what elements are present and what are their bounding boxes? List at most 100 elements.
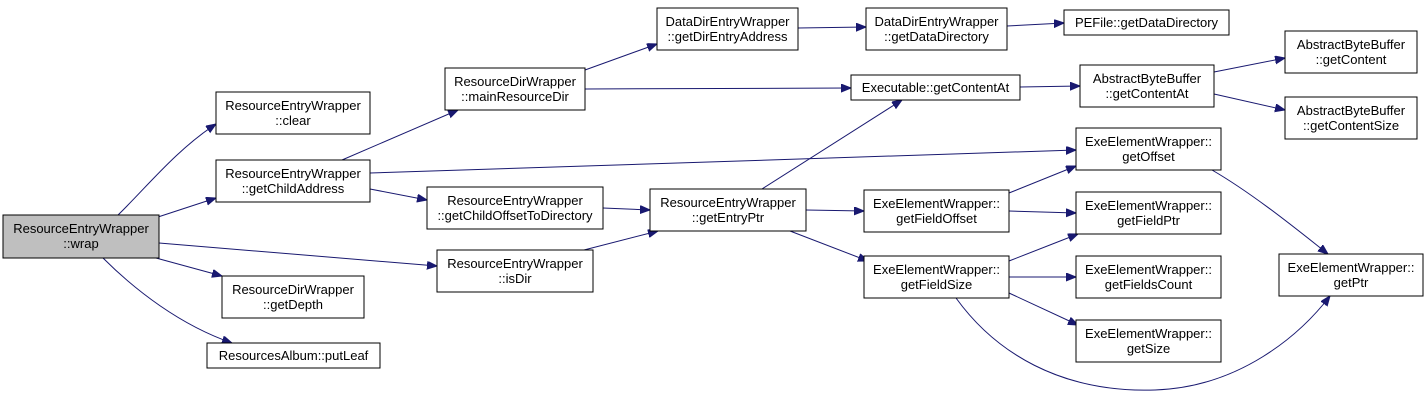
- node-box: [649, 188, 807, 232]
- node-label-line-2: ::getChildAddress: [242, 181, 345, 196]
- node-label-line-1: ResourceEntryWrapper: [225, 98, 361, 113]
- node-label-line-1: ExeElementWrapper::: [1085, 198, 1212, 213]
- node-label-line-2: getFieldOffset: [896, 211, 977, 226]
- node-abstract-byte-buffer-get-content-size[interactable]: AbstractByteBuffer ::getContentSize: [1284, 96, 1418, 140]
- edge-get-field-offset-to-get-field-ptr: [1008, 211, 1076, 213]
- node-label: Executable::getContentAt: [862, 80, 1010, 95]
- node-box: [865, 7, 1008, 51]
- node-label: ResourcesAlbum::putLeaf: [219, 348, 369, 363]
- node-box: [2, 214, 160, 259]
- node-label-line-1: ResourceEntryWrapper: [225, 166, 361, 181]
- call-graph-nodes: ResourceEntryWrapper ::wrap ResourceEntr…: [2, 7, 1424, 369]
- node-box: [1284, 96, 1418, 140]
- edge-abb-get-content-at-to-get-content-size: [1213, 93, 1285, 110]
- node-label-line-1: ExeElementWrapper::: [1085, 262, 1212, 277]
- node-label-line-2: getSize: [1127, 341, 1170, 356]
- node-label-line-2: getFieldsCount: [1105, 277, 1193, 292]
- node-label-line-2: ::getDataDirectory: [884, 29, 989, 44]
- node-label: PEFile::getDataDirectory: [1075, 15, 1219, 30]
- node-resource-dir-wrapper-get-depth[interactable]: ResourceDirWrapper ::getDepth: [221, 275, 365, 319]
- edge-get-field-offset-to-get-offset: [1008, 166, 1076, 194]
- node-label-line-2: ::wrap: [63, 236, 98, 251]
- node-label-line-1: ResourceEntryWrapper: [447, 193, 583, 208]
- node-label-line-1: ExeElementWrapper::: [873, 196, 1000, 211]
- node-resource-entry-wrapper-clear[interactable]: ResourceEntryWrapper ::clear: [215, 91, 371, 135]
- edge-get-entry-ptr-to-get-field-size: [789, 230, 868, 261]
- node-label-line-2: ::isDir: [498, 271, 532, 286]
- node-executable-get-content-at[interactable]: Executable::getContentAt: [850, 74, 1021, 101]
- node-label-line-1: ResourceEntryWrapper: [660, 195, 796, 210]
- node-box: [1075, 255, 1222, 299]
- edge-get-child-address-to-main-resource-dir: [341, 110, 458, 161]
- edge-get-offset-to-get-ptr: [1211, 169, 1328, 254]
- edge-get-entry-ptr-to-get-field-offset: [805, 210, 864, 211]
- node-label-line-2: getFieldSize: [901, 277, 973, 292]
- node-label-line-2: ::getContent: [1316, 52, 1387, 67]
- edge-get-child-offset-to-directory-to-get-entry-ptr: [602, 208, 650, 210]
- node-box: [436, 249, 594, 293]
- node-label-line-2: ::getDirEntryAddress: [668, 29, 788, 44]
- node-exe-element-wrapper-get-ptr[interactable]: ExeElementWrapper:: getPtr: [1278, 253, 1424, 297]
- node-box: [1075, 127, 1222, 171]
- node-box: [656, 7, 799, 51]
- node-label-line-2: getPtr: [1334, 275, 1369, 290]
- edge-get-data-directory-to-pefile-get-data-directory: [1006, 23, 1064, 26]
- node-resource-entry-wrapper-get-child-offset-to-directory[interactable]: ResourceEntryWrapper ::getChildOffsetToD…: [426, 186, 604, 230]
- node-exe-element-wrapper-get-offset[interactable]: ExeElementWrapper:: getOffset: [1075, 127, 1222, 171]
- node-box: [1079, 64, 1215, 108]
- node-label-line-1: ExeElementWrapper::: [1085, 134, 1212, 149]
- edge-get-child-address-to-get-offset: [369, 150, 1076, 174]
- edge-wrap-to-get-depth: [155, 257, 222, 276]
- node-label-line-1: ResourceEntryWrapper: [447, 256, 583, 271]
- edge-get-field-size-to-get-field-ptr: [1008, 234, 1078, 262]
- edge-wrap-to-clear: [117, 124, 216, 216]
- node-data-dir-entry-wrapper-get-dir-entry-address[interactable]: DataDirEntryWrapper ::getDirEntryAddress: [656, 7, 799, 51]
- node-box: [215, 159, 371, 203]
- edge-wrap-to-get-child-address: [157, 198, 216, 218]
- call-edges: [102, 23, 1330, 391]
- node-data-dir-entry-wrapper-get-data-directory[interactable]: DataDirEntryWrapper ::getDataDirectory: [865, 7, 1008, 51]
- node-label-line-2: ::clear: [275, 113, 311, 128]
- node-label-line-2: ::getContentAt: [1105, 86, 1188, 101]
- node-box: [1075, 191, 1222, 235]
- node-exe-element-wrapper-get-fields-count[interactable]: ExeElementWrapper:: getFieldsCount: [1075, 255, 1222, 299]
- node-exe-element-wrapper-get-field-offset[interactable]: ExeElementWrapper:: getFieldOffset: [863, 189, 1010, 233]
- node-exe-element-wrapper-get-size[interactable]: ExeElementWrapper:: getSize: [1075, 319, 1222, 363]
- edge-executable-to-abb-get-content-at: [1019, 86, 1080, 87]
- node-label-line-1: AbstractByteBuffer: [1297, 103, 1406, 118]
- node-box: [850, 74, 1021, 101]
- node-label-line-1: AbstractByteBuffer: [1297, 37, 1406, 52]
- node-label-line-2: ::getDepth: [263, 297, 323, 312]
- node-resources-album-put-leaf[interactable]: ResourcesAlbum::putLeaf: [206, 342, 381, 369]
- node-label-line-2: getFieldPtr: [1117, 213, 1181, 228]
- node-label-line-2: ::mainResourceDir: [461, 89, 569, 104]
- node-box: [426, 186, 604, 230]
- node-resource-entry-wrapper-is-dir[interactable]: ResourceEntryWrapper ::isDir: [436, 249, 594, 293]
- node-abstract-byte-buffer-get-content[interactable]: AbstractByteBuffer ::getContent: [1284, 30, 1418, 74]
- node-label-line-2: ::getContentSize: [1303, 118, 1399, 133]
- node-label-line-1: ResourceDirWrapper: [232, 282, 355, 297]
- node-label-line-1: ResourceDirWrapper: [454, 74, 577, 89]
- edge-main-resource-dir-to-get-dir-entry-address: [584, 44, 657, 71]
- node-resource-entry-wrapper-get-entry-ptr[interactable]: ResourceEntryWrapper ::getEntryPtr: [649, 188, 807, 232]
- node-pefile-get-data-directory[interactable]: PEFile::getDataDirectory: [1063, 9, 1230, 36]
- node-exe-element-wrapper-get-field-ptr[interactable]: ExeElementWrapper:: getFieldPtr: [1075, 191, 1222, 235]
- node-abstract-byte-buffer-get-content-at[interactable]: AbstractByteBuffer ::getContentAt: [1079, 64, 1215, 108]
- node-resource-entry-wrapper-get-child-address[interactable]: ResourceEntryWrapper ::getChildAddress: [215, 159, 371, 203]
- node-box: [863, 255, 1010, 299]
- node-resource-dir-wrapper-main-resource-dir[interactable]: ResourceDirWrapper ::mainResourceDir: [444, 67, 586, 111]
- edge-get-child-address-to-get-child-offset-to-directory: [369, 188, 427, 200]
- node-label-line-1: DataDirEntryWrapper: [665, 14, 790, 29]
- edge-abb-get-content-at-to-get-content: [1213, 58, 1285, 73]
- node-box: [1284, 30, 1418, 74]
- node-label-line-1: ExeElementWrapper::: [1085, 326, 1212, 341]
- node-resource-entry-wrapper-wrap: ResourceEntryWrapper ::wrap: [2, 214, 160, 259]
- node-label-line-1: ExeElementWrapper::: [1288, 260, 1415, 275]
- node-exe-element-wrapper-get-field-size[interactable]: ExeElementWrapper:: getFieldSize: [863, 255, 1010, 299]
- node-box: [444, 67, 586, 111]
- node-box: [1278, 253, 1424, 297]
- node-box: [215, 91, 371, 135]
- node-label-line-1: DataDirEntryWrapper: [874, 14, 999, 29]
- node-label-line-1: ResourceEntryWrapper: [13, 221, 149, 236]
